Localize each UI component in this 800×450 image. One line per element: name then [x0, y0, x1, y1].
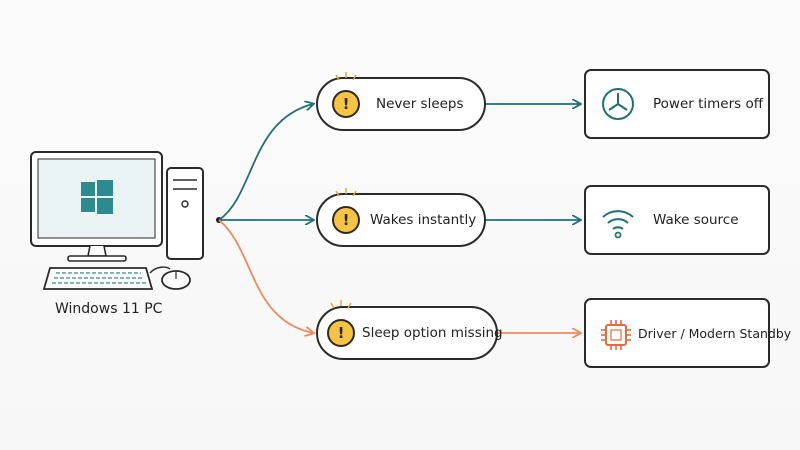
timer-icon [602, 88, 634, 120]
issue-label: Never sleeps [376, 96, 464, 112]
issue-node-sleep-option-missing: Sleep option missing [316, 306, 503, 360]
monitor-icon [30, 151, 163, 262]
keyboard-icon [42, 267, 154, 290]
fix-label: Wake source [653, 212, 739, 228]
fix-label: Power timers off [653, 96, 764, 112]
pc-label: Windows 11 PC [55, 301, 163, 317]
issue-label: Wakes instantly [370, 212, 477, 228]
warning-icon: ! [332, 90, 360, 118]
windows-logo-icon [81, 180, 113, 214]
fix-node-power-timers-off: Power timers off [584, 69, 770, 139]
tower-icon [166, 167, 204, 260]
issue-label: Sleep option missing [362, 325, 503, 341]
fix-node-driver-modern-standby: Driver / Modern Standby [584, 298, 791, 368]
fix-node-wake-source: Wake source [584, 185, 770, 255]
chip-icon [601, 320, 631, 350]
warning-icon: ! [332, 206, 360, 234]
fix-label: Driver / Modern Standby [638, 325, 792, 341]
mouse-icon [149, 266, 191, 290]
warning-icon: ! [327, 319, 355, 347]
branch-line-1 [218, 104, 313, 221]
wifi-icon [602, 210, 634, 239]
branch-line-3 [218, 219, 313, 333]
